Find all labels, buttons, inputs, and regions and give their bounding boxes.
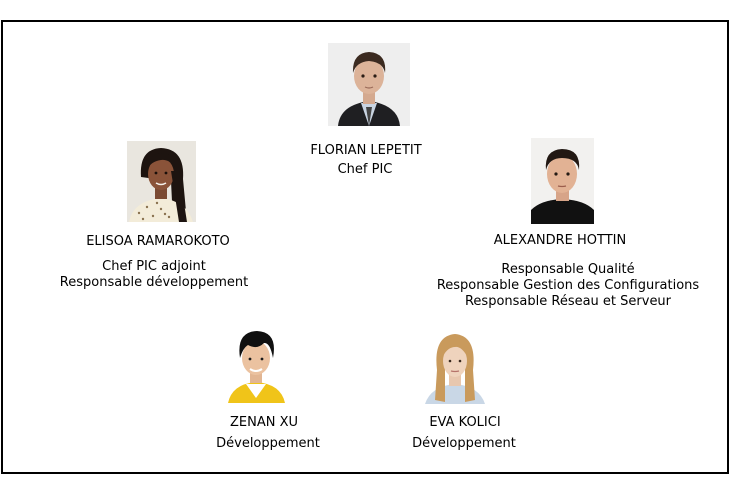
florian-role-line: Chef PIC: [337, 162, 393, 177]
org-chart-frame: [1, 20, 729, 474]
elisoa-role: Chef PIC adjoint Responsable développeme…: [60, 259, 248, 291]
alexandre-role-line-3: Responsable Réseau et Serveur: [464, 294, 672, 309]
elisoa-name: ELISOA RAMAROKOTO: [86, 234, 230, 249]
portrait-woman-dotted-blouse-icon: [127, 141, 196, 222]
eva-photo: [421, 330, 490, 404]
eva-role-line: Développement: [412, 436, 516, 451]
zenan-name: ZENAN XU: [229, 415, 299, 430]
portrait-woman-blonde-icon: [421, 330, 490, 404]
florian-photo: [328, 43, 410, 126]
portrait-boy-yellow-shirt-icon: [226, 326, 287, 403]
alexandre-role-line-2: Responsable Gestion des Configurations: [436, 278, 700, 293]
eva-name: EVA KOLICI: [429, 415, 501, 430]
portrait-man-black-shirt-icon: [531, 138, 594, 224]
alexandre-role-line-1: Responsable Qualité: [501, 262, 635, 277]
elisoa-photo: [127, 141, 196, 222]
portrait-man-suit-icon: [328, 43, 410, 126]
zenan-photo: [226, 326, 287, 403]
florian-role: Chef PIC: [338, 162, 393, 178]
zenan-role: Développement: [216, 436, 320, 452]
elisoa-role-line-2: Responsable développement: [59, 275, 249, 290]
eva-role: Développement: [412, 436, 516, 452]
florian-name: FLORIAN LEPETIT: [310, 143, 422, 158]
zenan-role-line: Développement: [216, 436, 320, 451]
elisoa-role-line-1: Chef PIC adjoint: [102, 259, 206, 274]
alexandre-name: ALEXANDRE HOTTIN: [493, 233, 627, 248]
alexandre-photo: [531, 138, 594, 224]
alexandre-role: Responsable Qualité Responsable Gestion …: [437, 262, 699, 310]
